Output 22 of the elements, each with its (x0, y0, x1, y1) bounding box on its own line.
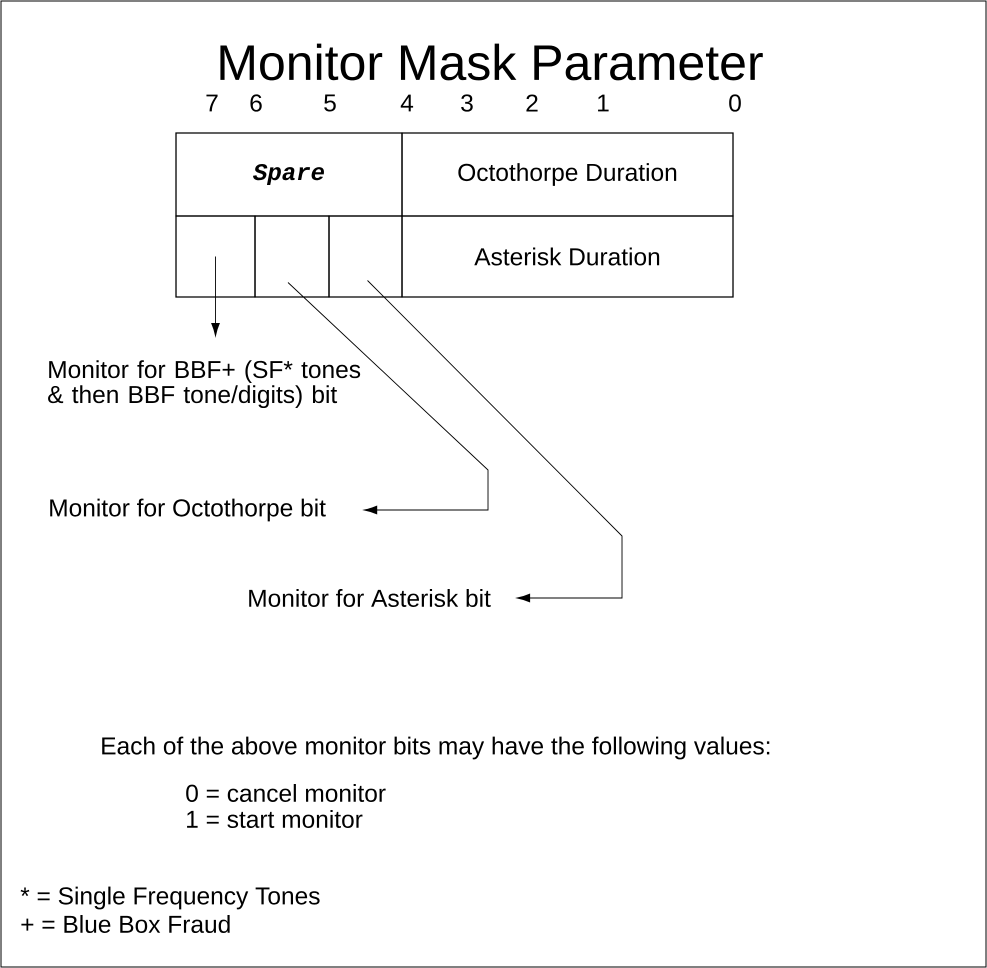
table-cell: Spare (175, 132, 403, 217)
table-cell: Octothorpe Duration (401, 132, 734, 217)
arrow (367, 280, 622, 602)
footnote: + = Blue Box Fraud (21, 915, 230, 933)
bit-number: 5 (324, 94, 336, 112)
title: Monitor Mask Parameter (220, 44, 763, 80)
bit-cell (175, 215, 256, 298)
arrow (211, 256, 220, 336)
bit-number: 4 (400, 94, 414, 112)
footnote: * = Single Frequency Tones (20, 886, 320, 910)
value-text: 1 = start monitor (187, 810, 362, 828)
value-text: 0 = cancel monitor (186, 784, 386, 802)
table-cell: Asterisk Duration (401, 215, 734, 298)
bit-cell (328, 215, 403, 298)
bit-number: 0 (729, 94, 741, 112)
annotation-text: Monitor for Asterisk bit (249, 589, 491, 607)
note-text: Each of the above monitor bits may have the following values: (102, 736, 770, 760)
bit-cell (254, 215, 330, 298)
annotation-text: Monitor for BBF+ (SF* tones & then BBF tone/digits) bit (48, 360, 360, 408)
arrow (288, 282, 488, 514)
annotation-text: Monitor for Octothorpe bit (50, 498, 326, 522)
bit-number: 3 (461, 94, 473, 112)
